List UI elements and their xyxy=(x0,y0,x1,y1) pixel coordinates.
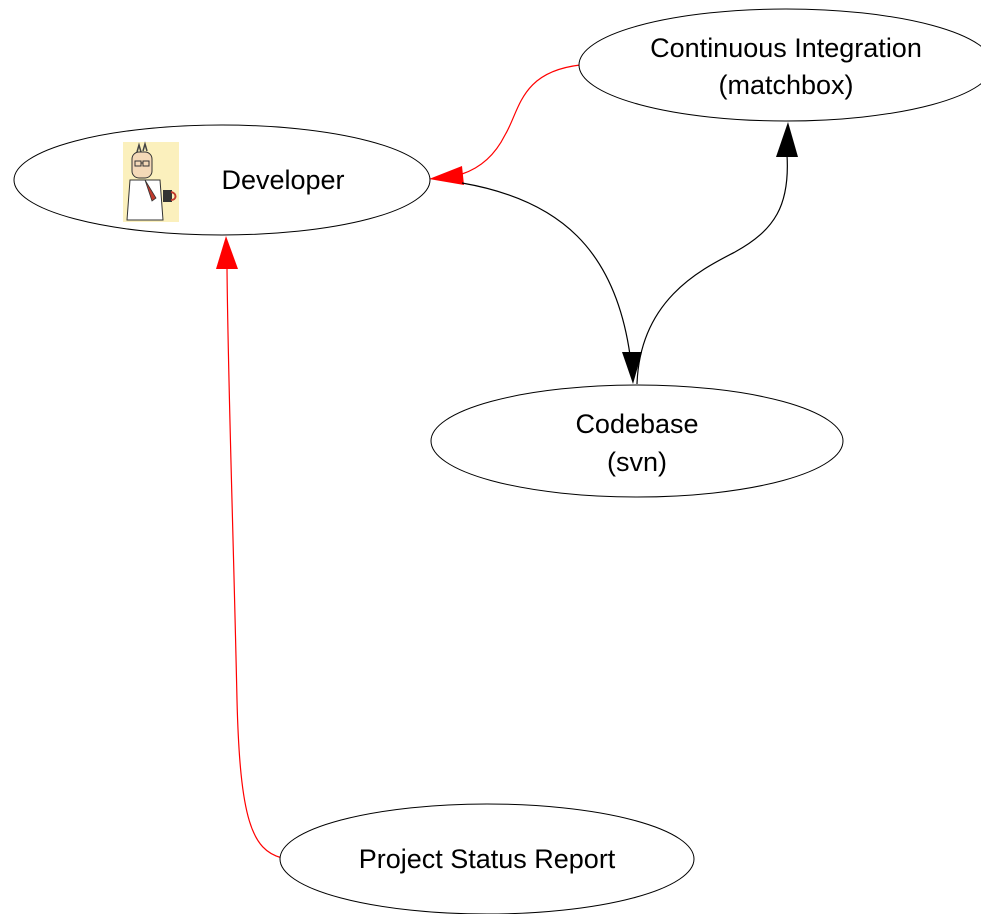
arrowhead-developer-from-report xyxy=(216,236,238,269)
node-developer-label: Developer xyxy=(221,165,344,195)
node-developer-shape xyxy=(13,124,431,236)
edge-ci-to-developer-line xyxy=(461,64,581,175)
edge-developer-to-codebase-line xyxy=(461,182,631,356)
edge-report-to-developer xyxy=(216,236,283,859)
edge-ci-to-developer xyxy=(429,64,581,185)
node-ci[interactable]: Continuous Integration (matchbox) xyxy=(578,8,981,122)
arrowhead-ci-from-codebase xyxy=(776,122,798,157)
node-developer[interactable]: Developer xyxy=(13,124,431,236)
edge-codebase-to-ci xyxy=(636,122,798,385)
developer-cartoon-icon xyxy=(123,141,179,222)
node-codebase[interactable]: Codebase (svn) xyxy=(430,384,844,498)
edge-developer-to-codebase xyxy=(461,182,642,384)
node-codebase-label-line2: (svn) xyxy=(607,447,667,477)
node-ci-label-line1: Continuous Integration xyxy=(650,33,922,63)
edge-codebase-to-ci-line xyxy=(636,154,788,385)
node-report[interactable]: Project Status Report xyxy=(279,803,695,914)
node-ci-label-line2: (matchbox) xyxy=(718,70,853,100)
node-ci-shape xyxy=(578,8,981,122)
node-report-shape xyxy=(279,803,695,914)
arrowhead-codebase-from-developer xyxy=(622,352,642,384)
node-codebase-shape xyxy=(430,384,844,498)
edge-report-to-developer-line xyxy=(226,267,283,859)
node-codebase-label-line1: Codebase xyxy=(575,409,698,439)
arrowhead-developer-from-ci xyxy=(429,166,464,185)
node-report-label: Project Status Report xyxy=(359,844,616,874)
